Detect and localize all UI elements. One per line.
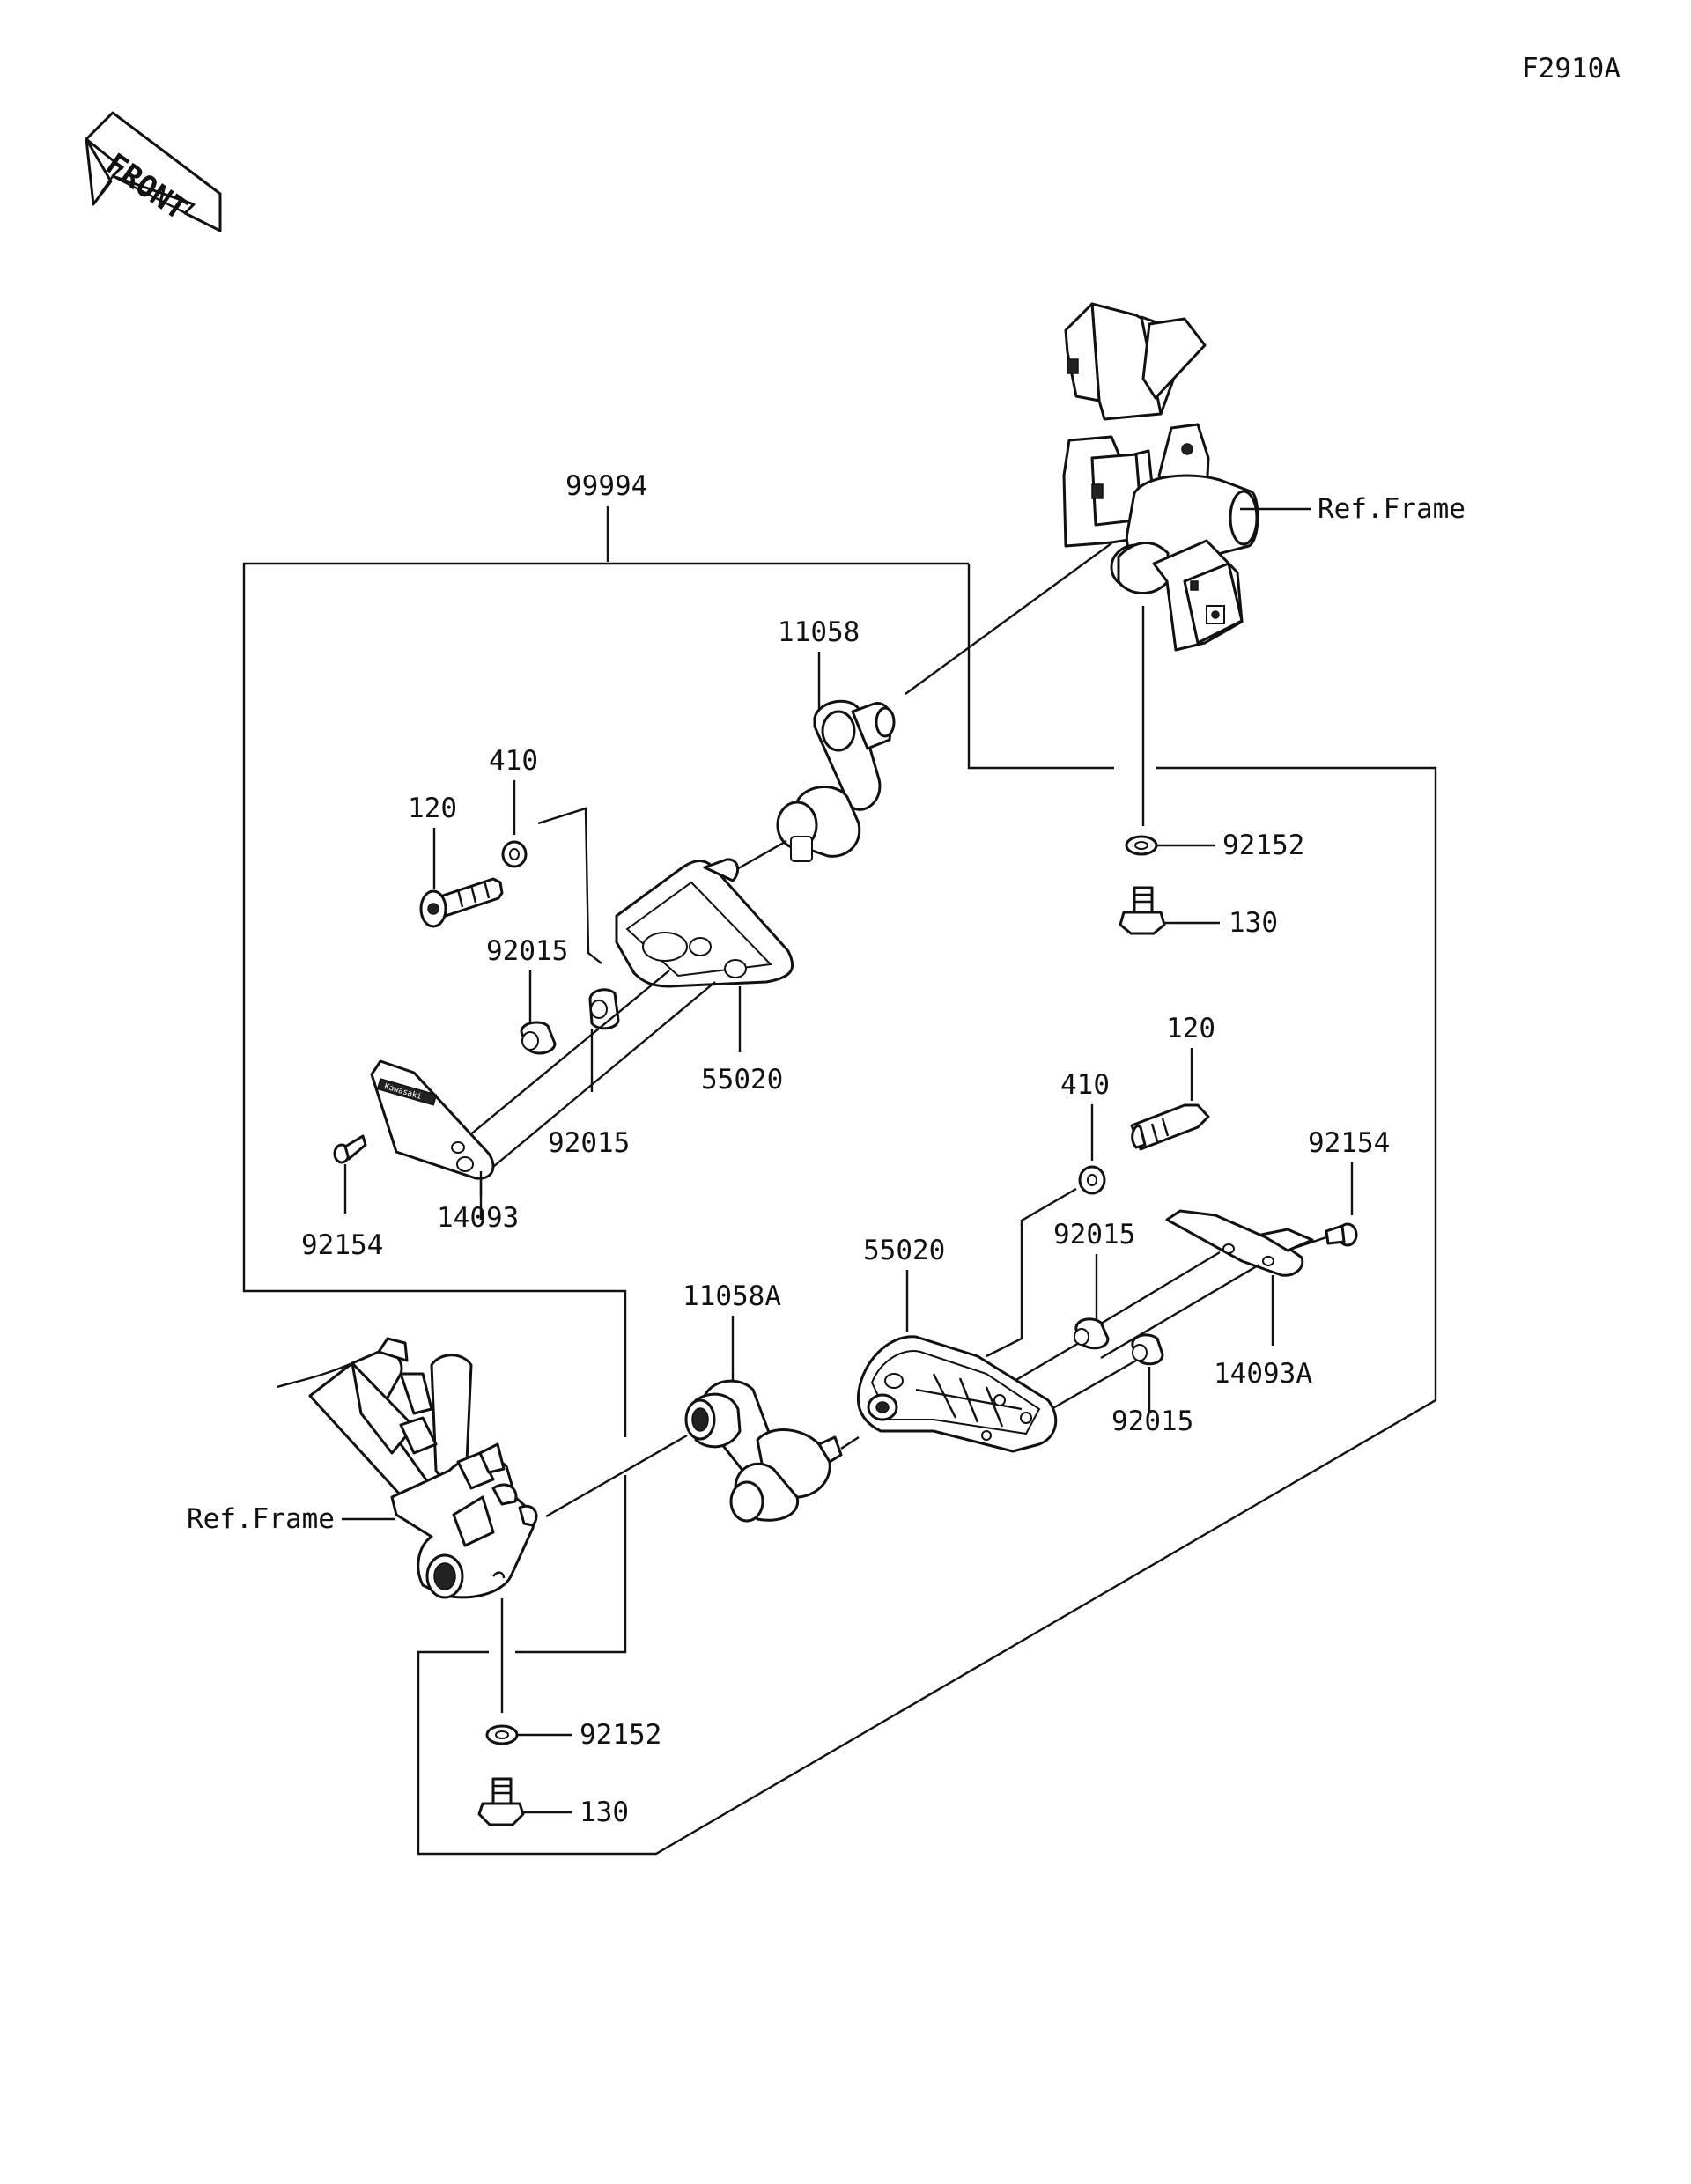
- label-99994: 99994: [565, 470, 647, 502]
- label-92015-l1: 92015: [1053, 1219, 1135, 1251]
- part-14093: Kawasaki 14093: [370, 1059, 519, 1234]
- part-11058: 11058: [776, 616, 896, 862]
- label-55020-lower: 55020: [863, 1235, 945, 1266]
- label-ref-frame-bottom: Ref.Frame: [187, 1503, 335, 1535]
- label-92015-u2: 92015: [548, 1127, 630, 1159]
- label-11058: 11058: [778, 616, 860, 648]
- part-55020-upper: 55020: [615, 858, 794, 1096]
- label-120-upper: 120: [408, 793, 457, 824]
- label-410-lower: 410: [1060, 1069, 1110, 1101]
- part-120-upper: 120: [408, 793, 504, 928]
- label-92152-upper: 92152: [1222, 830, 1304, 861]
- label-92015-u1: 92015: [486, 935, 568, 967]
- label-92154-lower: 92154: [1308, 1127, 1390, 1159]
- label-92152-lower: 92152: [580, 1719, 661, 1751]
- label-14093: 14093: [437, 1202, 519, 1234]
- label-410-upper: 410: [489, 745, 538, 777]
- part-92154-upper: 92154: [301, 1134, 383, 1261]
- label-120-lower: 120: [1166, 1013, 1215, 1044]
- label-92015-l2: 92015: [1111, 1406, 1193, 1437]
- part-92152-upper: 92152: [1125, 830, 1304, 861]
- part-92015-lower: 92015 92015: [1003, 1219, 1193, 1437]
- label-130-lower: 130: [580, 1797, 629, 1828]
- part-92152-lower: 92152: [485, 1719, 661, 1751]
- part-130-upper: 130: [1119, 886, 1278, 939]
- part-410-upper: 410: [489, 745, 538, 868]
- assembly-bracket: 99994: [242, 470, 1437, 1856]
- diagram-code: F2910A: [1522, 53, 1621, 85]
- part-120-lower: 120: [1130, 1013, 1215, 1151]
- part-130-lower: 130: [477, 1777, 629, 1828]
- frame-upper: Ref.Frame: [1062, 302, 1466, 652]
- label-11058a: 11058A: [683, 1280, 781, 1312]
- front-arrow-icon: FRONT: [85, 111, 222, 232]
- label-92154-upper: 92154: [301, 1229, 383, 1261]
- label-130-upper: 130: [1229, 907, 1278, 939]
- frame-lower: Ref.Frame: [187, 1337, 538, 1599]
- label-55020-upper: 55020: [701, 1064, 783, 1096]
- part-11058a: 11058A: [683, 1280, 860, 1523]
- label-14093a: 14093A: [1214, 1358, 1312, 1390]
- part-55020-lower: 55020: [856, 1235, 1058, 1453]
- part-410-lower: 410: [986, 1069, 1110, 1358]
- part-92015-upper: 92015 92015: [457, 935, 716, 1168]
- label-ref-frame-top: Ref.Frame: [1318, 493, 1466, 525]
- part-14093a: 14093A: [1078, 1209, 1314, 1390]
